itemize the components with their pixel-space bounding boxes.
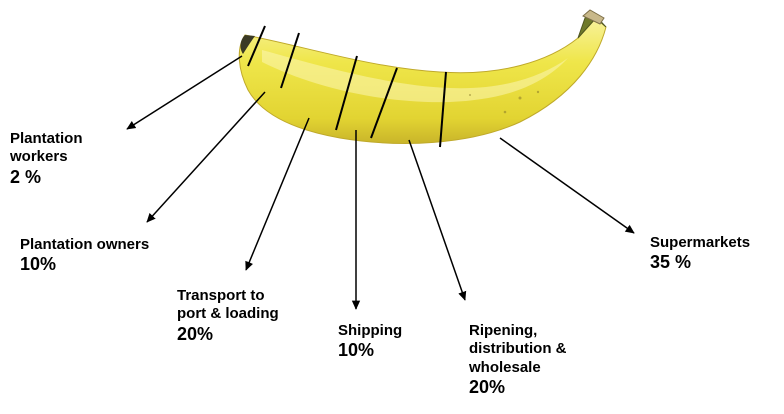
label-transport: Transport to port & loading 20% <box>177 287 279 346</box>
arrow-transport <box>246 118 309 270</box>
label-name-line: distribution & <box>469 340 567 358</box>
label-name-line: Plantation owners <box>20 236 149 254</box>
label-name-line: workers <box>10 148 83 166</box>
arrow-plantation-owners <box>147 92 265 222</box>
label-plantation-workers: Plantation workers 2 % <box>10 130 83 189</box>
label-plantation-owners: Plantation owners 10% <box>20 236 149 276</box>
label-name-line: wholesale <box>469 359 567 377</box>
label-percent: 2 % <box>10 167 83 189</box>
label-percent: 10% <box>20 254 149 276</box>
arrow-supermarkets <box>500 138 634 233</box>
label-percent: 35 % <box>650 252 750 274</box>
label-name-line: Supermarkets <box>650 234 750 252</box>
label-name-line: Shipping <box>338 322 402 340</box>
label-shipping: Shipping 10% <box>338 322 402 362</box>
label-name-line: Ripening, <box>469 322 567 340</box>
banana-illustration <box>239 10 606 143</box>
arrow-plantation-workers <box>127 56 242 129</box>
label-percent: 20% <box>469 377 567 399</box>
label-ripening: Ripening, distribution & wholesale 20% <box>469 322 567 399</box>
label-percent: 20% <box>177 324 279 346</box>
label-name-line: port & loading <box>177 305 279 323</box>
label-supermarkets: Supermarkets 35 % <box>650 234 750 274</box>
arrow-ripening <box>409 140 465 300</box>
label-percent: 10% <box>338 340 402 362</box>
label-name-line: Transport to <box>177 287 279 305</box>
banana-body <box>239 18 606 143</box>
label-name-line: Plantation <box>10 130 83 148</box>
